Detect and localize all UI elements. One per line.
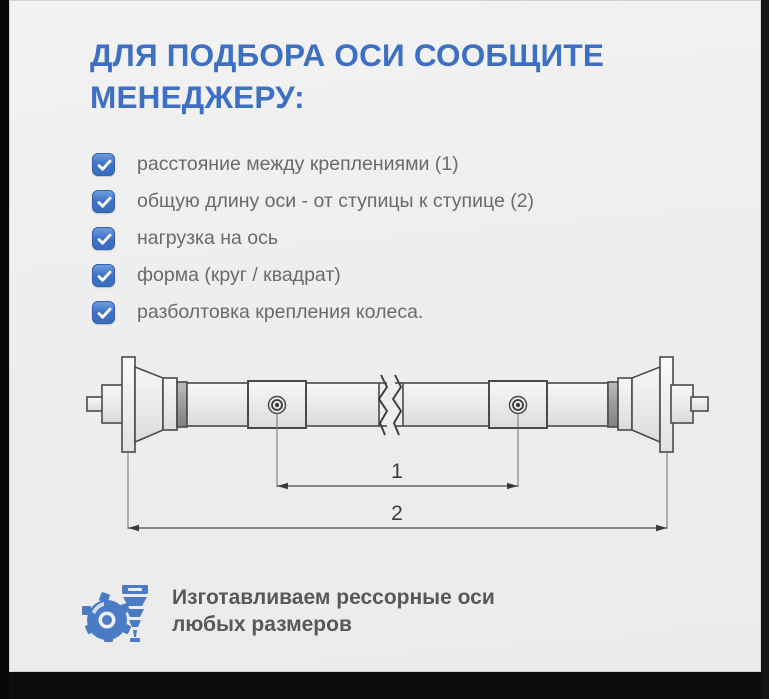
right-hub-body bbox=[617, 377, 633, 431]
dimension-2-label: 2 bbox=[391, 502, 403, 525]
left-flange-plate bbox=[121, 356, 136, 453]
dimension-1-label: 1 bbox=[391, 460, 403, 483]
axle-diagram-svg: 1 2 bbox=[86, 356, 709, 532]
list-item-label: общую длину оси - от ступицы к ступице (… bbox=[137, 189, 535, 212]
requirements-checklist: расстояние между креплениями (1) общую д… bbox=[92, 146, 712, 331]
list-item: разболтовка крепления колеса. bbox=[92, 294, 712, 331]
right-hub-cone bbox=[631, 365, 661, 444]
check-icon bbox=[92, 264, 115, 287]
card-background bbox=[10, 1, 760, 671]
list-item: общую длину оси - от ступицы к ступице (… bbox=[92, 183, 712, 220]
right-dark-edge bbox=[761, 0, 769, 699]
dimension-extension-lines bbox=[127, 413, 668, 529]
axle-diagram: 1 2 bbox=[85, 353, 710, 548]
gear-brake-spring-icon bbox=[78, 579, 150, 645]
infographic-card: ДЛЯ ПОДБОРА ОСИ СООБЩИТЕ МЕНЕДЖЕРУ: расс… bbox=[9, 0, 761, 672]
list-item: форма (круг / квадрат) bbox=[92, 257, 712, 294]
page-title-line-2: МЕНЕДЖЕРУ: bbox=[90, 78, 305, 115]
check-icon bbox=[92, 153, 115, 176]
list-item-label: расстояние между креплениями (1) bbox=[137, 152, 459, 175]
check-icon bbox=[92, 190, 115, 213]
zigzag-break-icon bbox=[378, 374, 402, 436]
right-spindle-stub bbox=[690, 396, 709, 412]
page-title-line-1: ДЛЯ ПОДБОРА ОСИ СООБЩИТЕ bbox=[90, 37, 605, 73]
check-icon bbox=[92, 227, 115, 250]
list-item-label: нагрузка на ось bbox=[137, 226, 279, 249]
dimension-line-2 bbox=[128, 524, 667, 532]
right-collar bbox=[607, 381, 619, 428]
footer-line-1: Изготавливаем рессорные оси bbox=[172, 586, 495, 610]
left-dark-edge bbox=[0, 0, 9, 699]
footer-text: Изготавливаем рессорные оси любых размер… bbox=[172, 585, 495, 639]
left-hub-nut bbox=[101, 384, 125, 424]
left-collar bbox=[176, 381, 188, 428]
page-title: ДЛЯ ПОДБОРА ОСИ СООБЩИТЕ МЕНЕДЖЕРУ: bbox=[90, 35, 700, 118]
dimension-line-1 bbox=[277, 482, 518, 490]
footer-banner: Изготавливаем рессорные оси любых размер… bbox=[78, 579, 718, 645]
left-hub-body bbox=[162, 377, 178, 431]
list-item: нагрузка на ось bbox=[92, 220, 712, 257]
footer-line-2: любых размеров bbox=[172, 613, 352, 636]
list-item-label: разболтовка крепления колеса. bbox=[137, 300, 424, 323]
check-icon bbox=[92, 301, 115, 324]
list-item: расстояние между креплениями (1) bbox=[92, 146, 712, 183]
right-hub-nut bbox=[670, 384, 694, 424]
list-item-label: форма (круг / квадрат) bbox=[137, 263, 341, 286]
left-hub-cone bbox=[134, 365, 164, 444]
